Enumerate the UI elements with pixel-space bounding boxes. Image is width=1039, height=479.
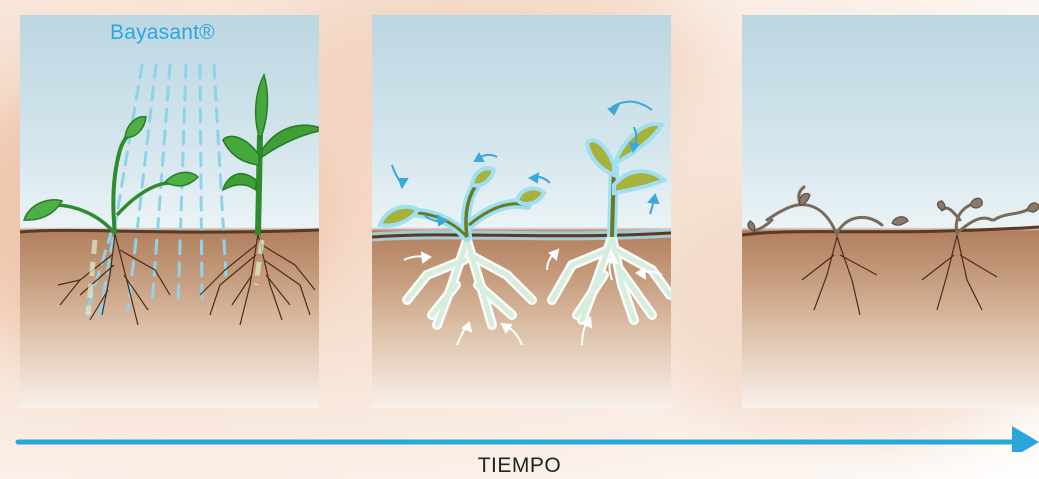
panel-absorption [372, 15, 671, 408]
root-icon [802, 235, 997, 315]
time-arrow-icon [0, 420, 1039, 452]
product-label: Bayasant® [110, 21, 215, 45]
grass-plant-icon [223, 75, 319, 235]
absorbing-root-icon [407, 240, 532, 325]
dead-plant-icon [754, 187, 882, 235]
treated-root-icon [88, 240, 262, 315]
soil-line [20, 230, 319, 232]
soil-line [742, 227, 1039, 235]
panel-application: Bayasant® [20, 15, 319, 408]
spray-icon [86, 65, 226, 315]
root-icon [58, 234, 170, 325]
seedling-icon [24, 117, 198, 234]
dead-plant-illustration [742, 15, 1039, 408]
dead-leaf-icon [748, 193, 908, 231]
yellowing-plant-icon [587, 124, 664, 237]
panel-dead [742, 15, 1039, 408]
axis-label: TIEMPO [0, 454, 1039, 478]
root-icon [200, 234, 315, 325]
absorption-illustration [372, 15, 671, 408]
application-illustration [20, 15, 319, 408]
